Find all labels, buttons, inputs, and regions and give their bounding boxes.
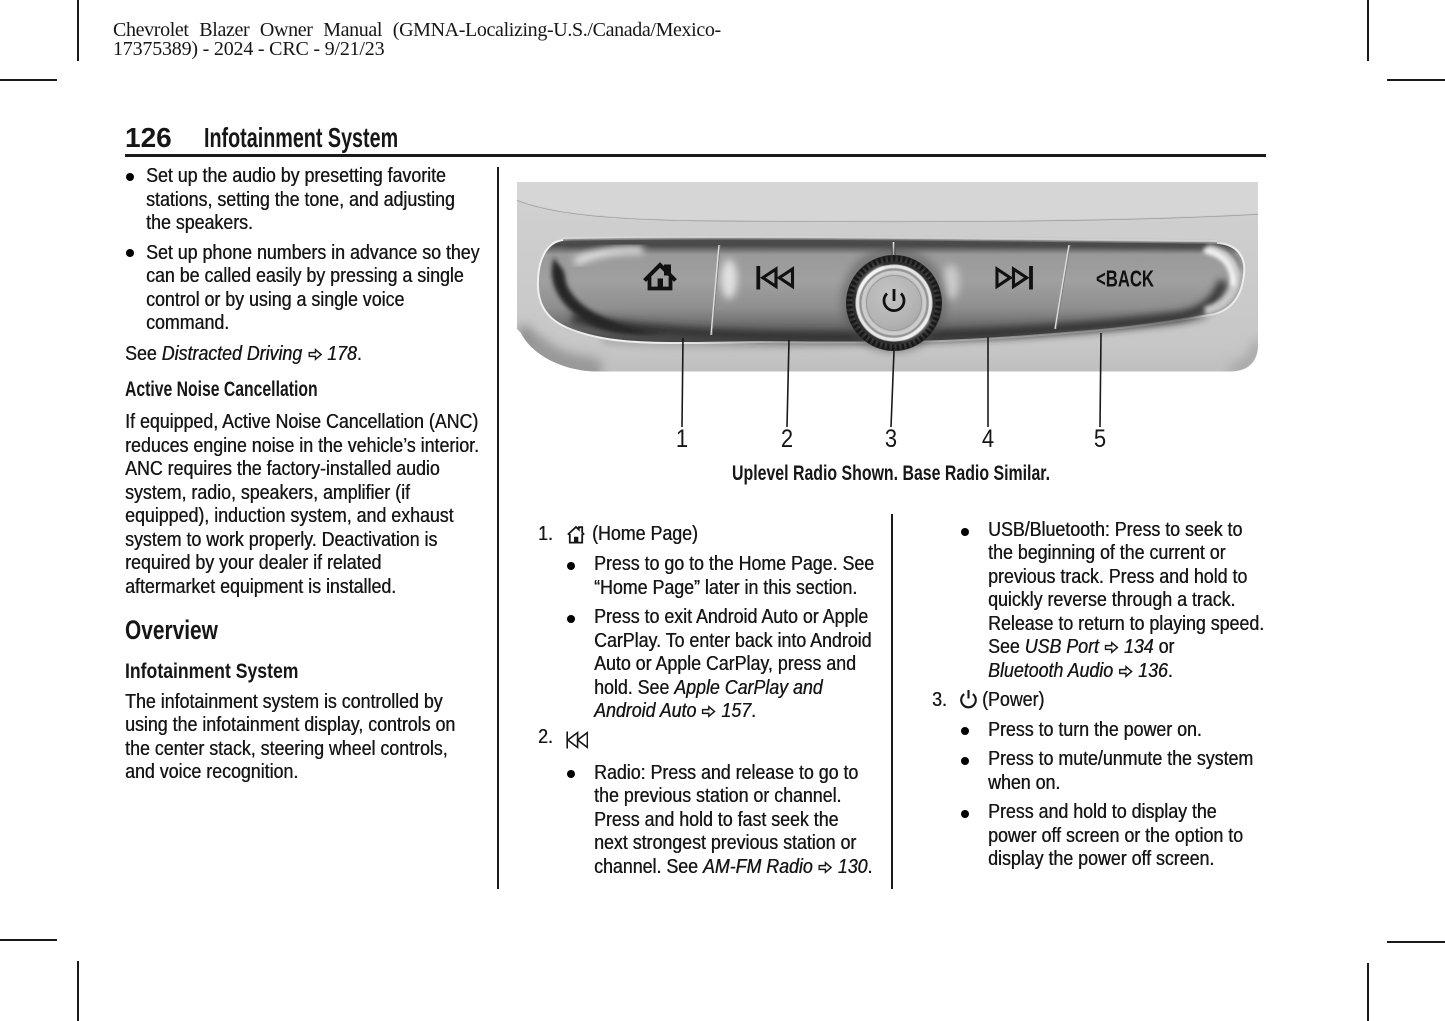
svg-text:<BACK: <BACK [1096, 266, 1154, 292]
